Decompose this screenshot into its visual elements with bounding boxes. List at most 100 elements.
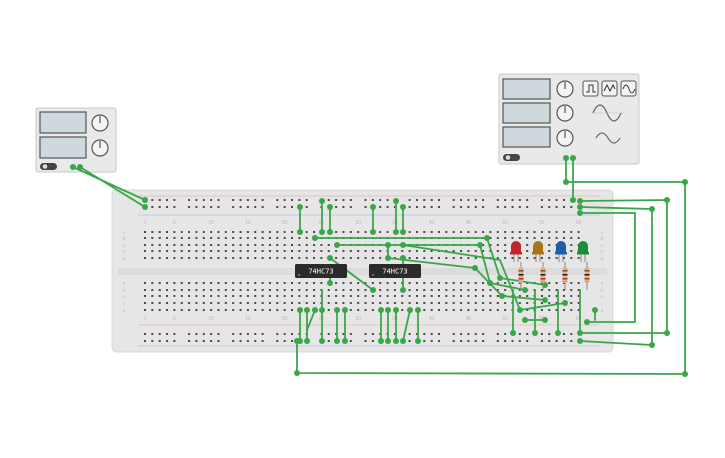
breadboard-hole[interactable] <box>562 237 565 239</box>
breadboard-hole[interactable] <box>504 231 507 233</box>
breadboard-hole[interactable] <box>298 302 301 304</box>
wire-endpoint[interactable] <box>327 280 333 286</box>
wire-endpoint[interactable] <box>415 338 421 344</box>
breadboard-hole[interactable] <box>210 302 213 304</box>
breadboard-hole[interactable] <box>533 237 536 239</box>
breadboard-hole[interactable] <box>261 199 264 201</box>
wire-endpoint[interactable] <box>664 330 670 336</box>
breadboard-hole[interactable] <box>188 206 191 208</box>
breadboard-hole[interactable] <box>393 289 396 291</box>
breadboard-hole[interactable] <box>423 250 426 252</box>
breadboard-hole[interactable] <box>232 231 235 233</box>
breadboard-hole[interactable] <box>166 302 169 304</box>
breadboard-hole[interactable] <box>268 237 271 239</box>
breadboard-hole[interactable] <box>489 237 492 239</box>
breadboard-hole[interactable] <box>460 257 463 259</box>
breadboard-hole[interactable] <box>224 244 227 246</box>
breadboard-hole[interactable] <box>217 282 220 284</box>
breadboard-hole[interactable] <box>540 282 543 284</box>
breadboard-hole[interactable] <box>408 302 411 304</box>
breadboard-hole[interactable] <box>144 289 146 291</box>
breadboard-hole[interactable] <box>246 333 249 335</box>
breadboard-hole[interactable] <box>467 333 470 335</box>
breadboard-hole[interactable] <box>423 231 426 233</box>
breadboard-hole[interactable] <box>210 282 213 284</box>
wire-endpoint[interactable] <box>400 255 406 261</box>
breadboard-hole[interactable] <box>526 302 529 304</box>
breadboard-hole[interactable] <box>261 244 264 246</box>
breadboard-hole[interactable] <box>305 289 308 291</box>
breadboard-hole[interactable] <box>386 206 389 208</box>
breadboard-hole[interactable] <box>349 206 352 208</box>
breadboard-hole[interactable] <box>254 309 257 311</box>
wire-endpoints[interactable] <box>142 179 688 377</box>
wire-endpoint[interactable] <box>577 330 583 336</box>
breadboard-hole[interactable] <box>246 250 249 252</box>
breadboard-hole[interactable] <box>548 231 551 233</box>
breadboard-hole[interactable] <box>224 295 227 297</box>
breadboard-hole[interactable] <box>261 206 264 208</box>
breadboard-hole[interactable] <box>202 282 205 284</box>
breadboard-hole[interactable] <box>158 333 161 335</box>
breadboard-hole[interactable] <box>452 295 455 297</box>
breadboard-hole[interactable] <box>232 295 235 297</box>
wire-endpoint[interactable] <box>542 297 548 303</box>
breadboard-hole[interactable] <box>379 302 382 304</box>
breadboard-hole[interactable] <box>268 231 271 233</box>
breadboard-hole[interactable] <box>548 333 551 335</box>
breadboard-hole[interactable] <box>232 244 235 246</box>
breadboard-hole[interactable] <box>210 295 213 297</box>
breadboard-hole[interactable] <box>195 289 198 291</box>
breadboard-hole[interactable] <box>151 237 154 239</box>
breadboard-hole[interactable] <box>291 244 293 246</box>
breadboard-hole[interactable] <box>511 237 514 239</box>
breadboard-hole[interactable] <box>268 282 271 284</box>
breadboard-hole[interactable] <box>562 282 565 284</box>
breadboard-hole[interactable] <box>445 309 448 311</box>
wire[interactable] <box>579 199 668 334</box>
breadboard-hole[interactable] <box>202 289 205 291</box>
breadboard-hole[interactable] <box>452 289 455 291</box>
breadboard-hole[interactable] <box>430 340 433 342</box>
breadboard-hole[interactable] <box>335 257 338 259</box>
breadboard-hole[interactable] <box>261 289 264 291</box>
breadboard-hole[interactable] <box>291 206 293 208</box>
breadboard-hole[interactable] <box>283 289 286 291</box>
breadboard-hole[interactable] <box>261 340 264 342</box>
wire-endpoint[interactable] <box>297 204 303 210</box>
breadboard-hole[interactable] <box>224 282 227 284</box>
breadboard-hole[interactable] <box>452 250 455 252</box>
breadboard-hole[interactable] <box>261 231 264 233</box>
breadboard-hole[interactable] <box>526 244 529 246</box>
wire-endpoint[interactable] <box>522 287 528 293</box>
breadboard-hole[interactable] <box>423 199 426 201</box>
breadboard-hole[interactable] <box>423 309 426 311</box>
breadboard-hole[interactable] <box>474 333 477 335</box>
breadboard-hole[interactable] <box>283 244 286 246</box>
breadboard-hole[interactable] <box>291 309 293 311</box>
breadboard-hole[interactable] <box>349 340 352 342</box>
breadboard-hole[interactable] <box>239 231 242 233</box>
breadboard-hole[interactable] <box>401 250 404 252</box>
resistor[interactable] <box>518 262 524 290</box>
breadboard-hole[interactable] <box>423 289 426 291</box>
function-generator[interactable] <box>498 73 640 165</box>
breadboard-hole[interactable] <box>210 289 213 291</box>
breadboard-hole[interactable] <box>460 302 463 304</box>
breadboard-hole[interactable] <box>386 295 389 297</box>
breadboard-hole[interactable] <box>166 333 169 335</box>
breadboard-hole[interactable] <box>313 244 316 246</box>
wire[interactable] <box>306 309 316 331</box>
breadboard-hole[interactable] <box>254 199 257 201</box>
breadboard-hole[interactable] <box>504 282 507 284</box>
breadboard-hole[interactable] <box>570 295 573 297</box>
breadboard-hole[interactable] <box>188 289 191 291</box>
breadboard-hole[interactable] <box>188 295 191 297</box>
breadboard-hole[interactable] <box>195 244 198 246</box>
breadboard-hole[interactable] <box>415 333 418 335</box>
breadboard-hole[interactable] <box>430 206 433 208</box>
breadboard-hole[interactable] <box>408 206 411 208</box>
breadboard-hole[interactable] <box>327 309 330 311</box>
breadboard-hole[interactable] <box>408 257 411 259</box>
breadboard-hole[interactable] <box>577 257 580 259</box>
